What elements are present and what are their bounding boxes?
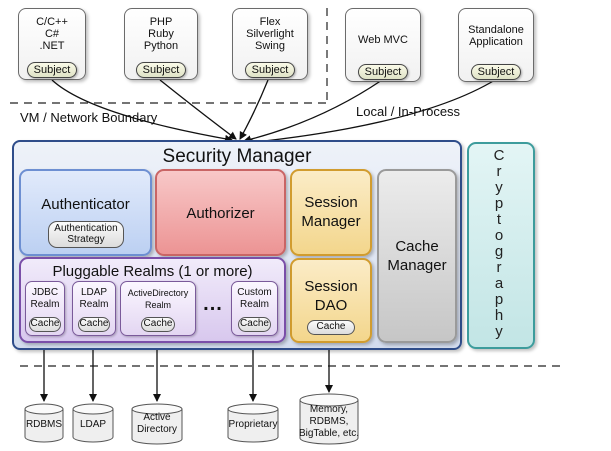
- db-label-proprietary: Proprietary: [228, 419, 278, 430]
- cryptography-letter: o: [494, 227, 504, 244]
- realm-ldap: LDAP Realm Cache: [72, 281, 116, 336]
- subject-pill: Subject: [471, 64, 521, 80]
- realm-jdbc: JDBC Realm Cache: [25, 281, 65, 336]
- session-dao-module: Session DAO Cache: [290, 258, 372, 343]
- client-box-standalone: Standalone Application Subject: [458, 8, 534, 82]
- subject-pill: Subject: [245, 62, 295, 78]
- client-label: C/C++ C# .NET: [36, 16, 68, 52]
- session-manager-label: Session Manager: [301, 194, 361, 230]
- subject-pill: Subject: [27, 62, 77, 78]
- db-cylinder-memory: [299, 393, 359, 445]
- pluggable-realms-label: Pluggable Realms (1 or more): [52, 263, 253, 280]
- db-cylinder-active-directory: [131, 403, 183, 445]
- db-cylinder-proprietary: [227, 403, 279, 443]
- cryptography-letter: g: [494, 243, 504, 260]
- db-label-rdbms: RDBMS: [25, 419, 63, 430]
- client-box-php: PHP Ruby Python Subject: [124, 8, 198, 80]
- arrow-client-1: [51, 79, 233, 143]
- realm-label: JDBC Realm: [30, 287, 60, 310]
- realm-label: LDAP Realm: [79, 287, 109, 310]
- realm-custom: Custom Realm Cache: [231, 281, 278, 336]
- cryptography-letter: h: [494, 307, 504, 324]
- realm-label: ActiveDirectory Realm: [127, 288, 189, 310]
- db-cylinder-ldap: [72, 403, 114, 443]
- realm-cache-pill: Cache: [141, 317, 175, 332]
- cryptography-letter: p: [494, 195, 504, 212]
- cache-manager-module: Cache Manager: [377, 169, 457, 343]
- session-manager-module: Session Manager: [290, 169, 372, 256]
- client-box-flex: Flex Silverlight Swing Subject: [232, 8, 308, 80]
- vm-network-boundary-label: VM / Network Boundary: [20, 110, 158, 125]
- db-label-memory: Memory, RDBMS, BigTable, etc.: [298, 404, 360, 439]
- realm-cache-pill: Cache: [29, 317, 61, 332]
- realm-cache-pill: Cache: [238, 317, 271, 332]
- realm-active-directory: ActiveDirectory Realm Cache: [120, 281, 196, 336]
- authorizer-module: Authorizer: [155, 169, 286, 256]
- cryptography-letter: r: [496, 163, 502, 180]
- db-cylinder-rdbms: [24, 403, 64, 443]
- local-in-process-label: Local / In-Process: [356, 104, 461, 119]
- arrow-client-4: [243, 79, 383, 144]
- cryptography-letter: a: [494, 275, 504, 292]
- realms-ellipsis: ...: [203, 293, 223, 315]
- subject-pill: Subject: [358, 64, 408, 80]
- cryptography-letter: y: [495, 323, 503, 340]
- authentication-strategy-pill: Authentication Strategy: [48, 221, 124, 248]
- client-label: Standalone Application: [468, 24, 524, 48]
- session-dao-cache-pill: Cache: [307, 320, 355, 335]
- client-box-web-mvc: Web MVC Subject: [345, 8, 421, 82]
- cryptography-letter: t: [496, 211, 502, 228]
- arrow-client-2: [159, 79, 237, 140]
- cache-manager-label: Cache Manager: [387, 238, 447, 274]
- session-dao-label: Session DAO: [304, 278, 358, 314]
- subject-pill: Subject: [136, 62, 186, 78]
- cryptography-letter: y: [495, 179, 503, 196]
- arrow-client-3: [239, 79, 269, 140]
- client-label: Flex Silverlight Swing: [246, 16, 294, 52]
- client-box-dotnet: C/C++ C# .NET Subject: [18, 8, 86, 80]
- authenticator-module: Authenticator Authentication Strategy: [19, 169, 152, 256]
- cryptography-letter: C: [493, 147, 505, 164]
- realm-label: Custom Realm: [237, 287, 272, 310]
- db-label-active-directory: Active Directory: [136, 412, 177, 435]
- cryptography-letter: p: [494, 291, 504, 308]
- client-label: Web MVC: [358, 34, 408, 46]
- security-manager-title: Security Manager: [162, 146, 312, 167]
- authenticator-label: Authenticator: [41, 196, 130, 213]
- cryptography-module: [467, 142, 535, 349]
- realm-cache-pill: Cache: [78, 317, 110, 332]
- arrow-client-5: [245, 79, 496, 147]
- db-label-ldap: LDAP: [79, 419, 107, 430]
- client-label: PHP Ruby Python: [143, 16, 179, 52]
- authorizer-label: Authorizer: [186, 205, 255, 222]
- cryptography-letter: r: [496, 259, 502, 276]
